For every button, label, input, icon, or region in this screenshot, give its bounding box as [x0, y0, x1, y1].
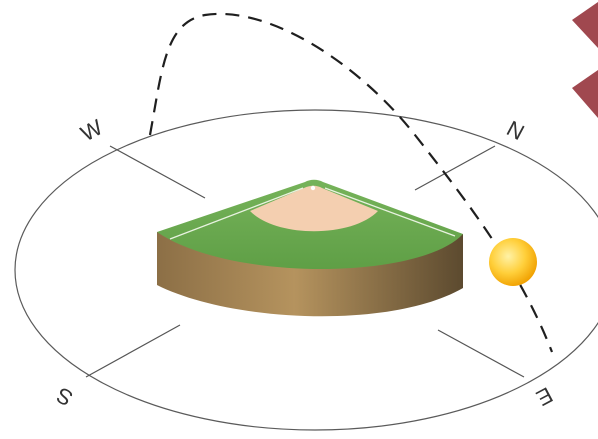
west-label: W: [76, 114, 106, 146]
sun-icon: [489, 238, 537, 286]
south-direction-line: [85, 324, 181, 378]
north-label: N: [503, 116, 529, 146]
south-label: S: [52, 382, 77, 411]
north-direction-line: [414, 145, 496, 191]
west-direction-line: [109, 145, 206, 199]
east-direction-line: [437, 329, 525, 378]
decorative-chevron-marks: [572, 2, 598, 118]
left-foul-line: [169, 187, 304, 240]
east-label: E: [532, 382, 557, 411]
infield-dirt: [250, 185, 378, 232]
right-foul-line: [324, 187, 456, 237]
home-plate: [310, 185, 316, 191]
horizon-ellipse: [14, 109, 598, 431]
